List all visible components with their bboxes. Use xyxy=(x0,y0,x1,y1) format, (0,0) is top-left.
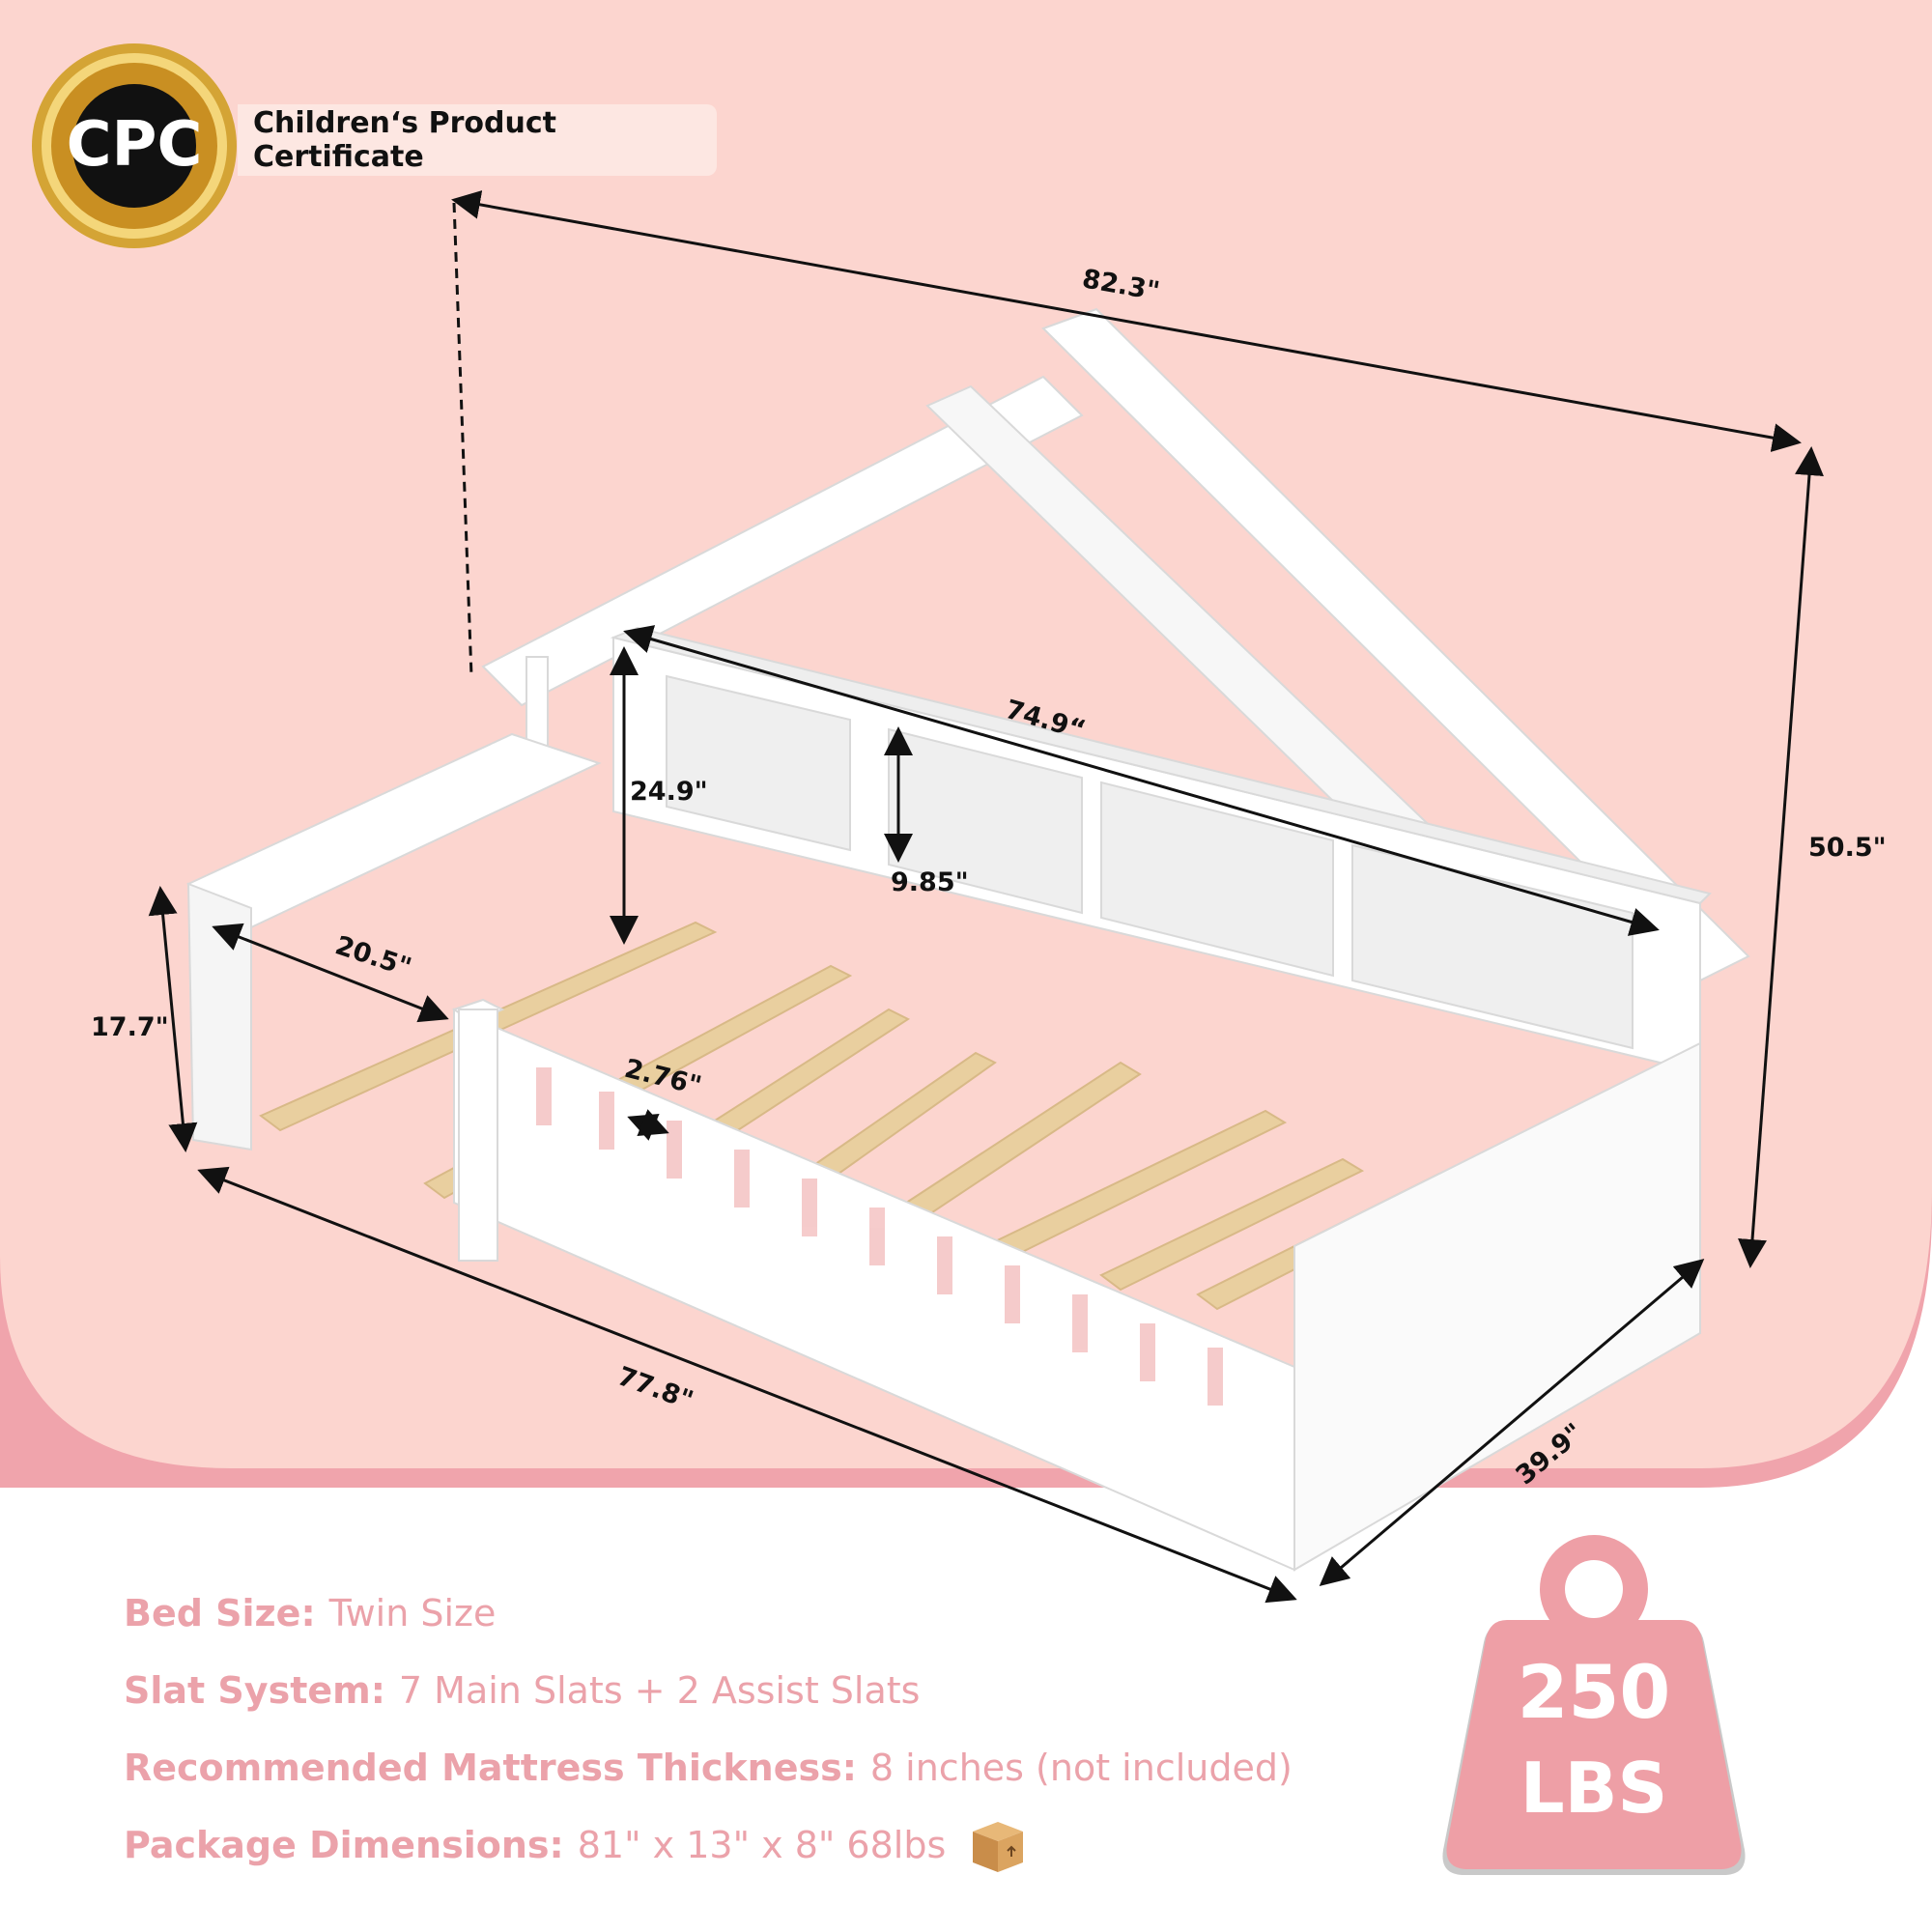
dim-shelf-height: 24.9" xyxy=(630,777,708,807)
spec-label: Slat System: xyxy=(124,1669,385,1712)
cpc-seal-icon xyxy=(32,43,237,248)
package-box-icon xyxy=(973,1822,1024,1872)
weight-icon xyxy=(1442,1535,1746,1875)
spec-value: 7 Main Slats + 2 Assist Slats xyxy=(398,1669,921,1712)
spec-label: Recommended Mattress Thickness: xyxy=(124,1747,857,1789)
weight-value: 250 xyxy=(1517,1649,1671,1735)
spec-value: Twin Size xyxy=(328,1592,497,1634)
weight-unit: LBS xyxy=(1520,1747,1668,1829)
seal-badge-text: CPC xyxy=(66,109,203,181)
dim-rail-height: 17.7" xyxy=(91,1012,169,1042)
spec-bed-size: Bed Size: Twin Size xyxy=(124,1575,1379,1652)
spec-mattress-thickness: Recommended Mattress Thickness: 8 inches… xyxy=(124,1729,1379,1806)
certificate-label: Children‘s Product Certificate xyxy=(238,104,717,176)
spec-value: 8 inches (not included) xyxy=(869,1747,1293,1789)
dim-overall-height: 50.5" xyxy=(1808,833,1887,863)
dim-cubby-height: 9.85" xyxy=(891,867,969,897)
spec-list: Bed Size: Twin Size Slat System: 7 Main … xyxy=(124,1575,1379,1884)
spec-value: 81" x 13" x 8" 68lbs xyxy=(577,1824,947,1866)
spec-package-dimensions: Package Dimensions: 81" x 13" x 8" 68lbs xyxy=(124,1806,1379,1884)
spec-label: Package Dimensions: xyxy=(124,1824,564,1866)
spec-slat-system: Slat System: 7 Main Slats + 2 Assist Sla… xyxy=(124,1652,1379,1729)
spec-label: Bed Size: xyxy=(124,1592,316,1634)
